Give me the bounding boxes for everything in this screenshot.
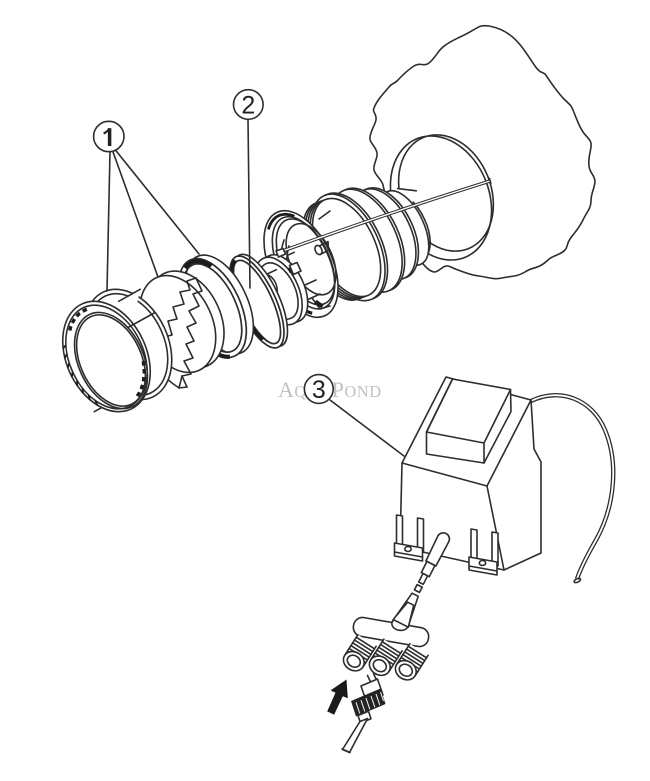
svg-text:3: 3 <box>312 376 326 404</box>
svg-text:2: 2 <box>241 92 255 120</box>
